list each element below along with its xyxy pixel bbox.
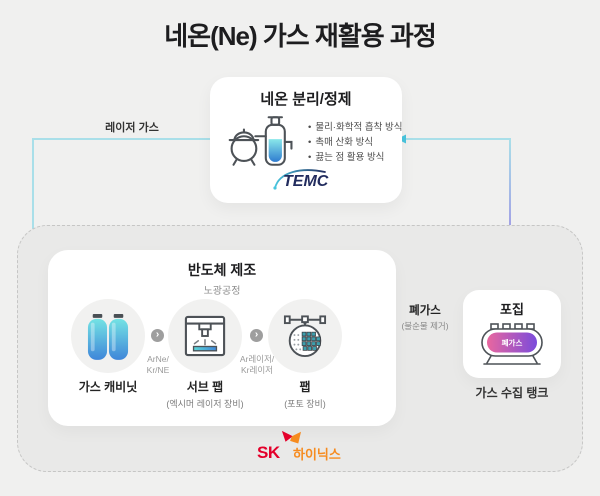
refine-box-title: 네온 분리/정제 <box>260 91 352 108</box>
chevron-glyph: › <box>254 329 259 340</box>
waste-gas-title: 폐가스 <box>409 305 441 317</box>
step-label-sub-fab: 서브 팹 (엑시머 레이저 장비) <box>140 378 270 410</box>
step-subname: (엑시머 레이저 장비) <box>166 399 244 409</box>
refine-method-item: 촉매 산화 방식 <box>308 135 402 150</box>
transition-label-laser: Ar레이저/ Kr레이저 <box>240 354 274 375</box>
fab-box: 반도체 제조 노광공정 › <box>48 250 396 426</box>
tank-caption: 가스 수집 탱크 <box>475 386 549 400</box>
refine-method-item: 물리·화학적 흡착 방식 <box>308 120 402 135</box>
step-name: 가스 캐비닛 <box>78 380 138 394</box>
chevron-right-icon: › <box>250 329 263 342</box>
transition-line: ArNe/ <box>147 354 169 364</box>
page-title: 네온(Ne) 가스 재활용 과정 <box>164 21 437 51</box>
temc-logo: TEMC <box>271 166 341 196</box>
sk-butterfly-icon <box>281 430 301 444</box>
chevron-glyph: › <box>155 329 160 340</box>
fab-box-subtitle: 노광공정 <box>203 286 241 297</box>
step-label-gas-cabinet: 가스 캐비닛 <box>43 378 173 397</box>
gas-tank-icon: 폐가스 <box>481 323 543 365</box>
laser-machine-icon <box>184 315 226 357</box>
refine-method-item: 끓는 점 활용 방식 <box>308 150 402 165</box>
capture-box: 포집 폐가스 <box>463 290 561 378</box>
wafer-icon <box>283 315 327 358</box>
hynix-logo-text: 하이닉스 <box>293 447 341 462</box>
tank-label-text: 폐가스 <box>502 338 523 348</box>
capture-box-title: 포집 <box>500 302 524 317</box>
step-name: 팹 <box>299 380 311 394</box>
refine-box-body: 물리·화학적 흡착 방식 촉매 산화 방식 끓는 점 활용 방식 <box>210 109 402 169</box>
temc-logo-text: TEMC <box>283 173 329 190</box>
gas-cylinders-icon <box>87 314 129 360</box>
transition-line: Kr레이저 <box>241 364 273 375</box>
step-subname: (포토 장비) <box>284 399 326 409</box>
laser-gas-label: 레이저 가스 <box>105 122 159 134</box>
sk-hynix-logo: SK 하이닉스 <box>257 430 343 463</box>
step-label-fab: 팹 (포토 장비) <box>240 378 370 410</box>
sk-logo-text: SK <box>257 443 280 462</box>
refine-methods-list: 물리·화학적 흡착 방식 촉매 산화 방식 끓는 점 활용 방식 <box>308 120 402 165</box>
distillation-icon <box>228 116 293 166</box>
refine-box: 네온 분리/정제 <box>210 77 402 203</box>
transition-label-arne: ArNe/ Kr/NE <box>147 354 170 375</box>
waste-gas-note: (불순물 제거) <box>401 321 449 331</box>
transition-line: Ar레이저/ <box>239 354 275 364</box>
transition-line: Kr/NE <box>146 364 170 375</box>
sub-fab-circle <box>168 299 242 373</box>
gas-cabinet-circle <box>71 299 145 373</box>
chevron-right-icon: › <box>151 329 164 342</box>
waste-gas-label: 폐가스 (불순물 제거) <box>401 302 448 332</box>
temc-swoosh-icon <box>273 169 326 190</box>
step-name: 서브 팹 <box>186 380 224 394</box>
fab-box-title: 반도체 제조 <box>187 262 257 278</box>
fab-circle <box>268 299 342 373</box>
